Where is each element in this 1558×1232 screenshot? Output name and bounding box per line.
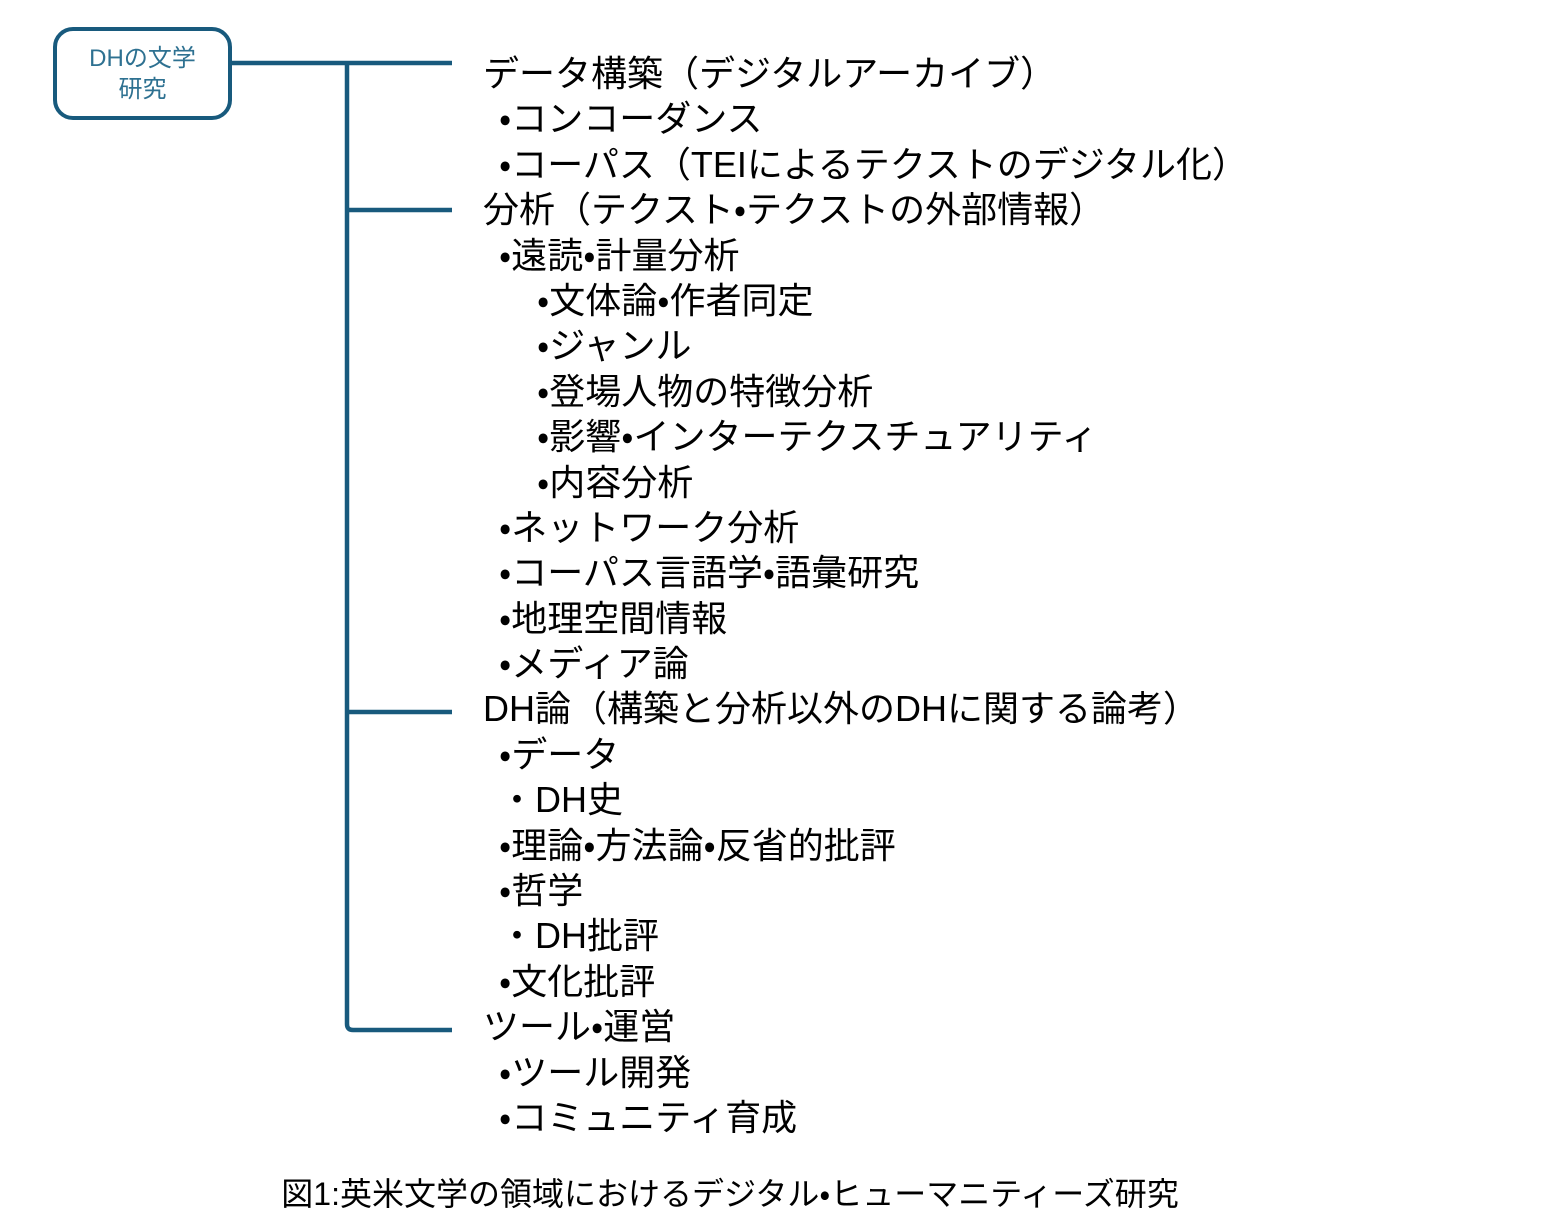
root-node: DHの文学 研究 (53, 27, 232, 120)
tree-item: ・文体論・作者同定 (537, 279, 814, 321)
tree-item: ・遠読・計量分析 (499, 234, 740, 276)
connector-trunk (344, 63, 452, 1033)
tree-item: ・内容分析 (537, 461, 694, 503)
tree-item: ・文化批評 (499, 960, 656, 1002)
tree-item: ・地理空間情報 (499, 597, 728, 639)
tree-item: ・メディア論 (499, 643, 689, 685)
figure-caption: 図1:英米文学の領域におけるデジタル・ヒューマニティーズ研究 (281, 1176, 1179, 1212)
tree-item: ・影響・インターテクスチュアリティ (537, 416, 1098, 458)
tree-item: ・コーパス（TEIによるテクストのデジタル化） (499, 143, 1249, 185)
tree-item: ・登場人物の特徴分析 (537, 370, 874, 412)
tree-item: ・DH史 (499, 779, 623, 821)
tree-item: ツール・運営 (483, 1006, 676, 1048)
tree-item: ・データ (499, 733, 620, 775)
root-node-label: 研究 (118, 75, 167, 103)
tree-item: ・コーパス言語学・語彙研究 (499, 552, 920, 594)
tree-item: データ構築（デジタルアーカイブ） (483, 53, 1057, 94)
tree-item: DH論（構築と分析以外のDHに関する論考） (483, 688, 1199, 730)
tree-item: ・ネットワーク分析 (499, 506, 800, 548)
tree-item: ・理論・方法論・反省的批評 (499, 824, 896, 866)
tree-item: ・哲学 (499, 870, 584, 912)
tree-item: 分析（テクスト・テクストの外部情報） (483, 189, 1106, 231)
tree-item: ・ツール開発 (499, 1051, 692, 1093)
tree-item: ・ジャンル (537, 325, 692, 367)
tree-item: ・コンコーダンス (499, 98, 763, 140)
tree-item: ・DH批評 (499, 915, 659, 957)
root-node-label: DHの文学 (89, 44, 196, 72)
tree-items: データ構築（デジタルアーカイブ）・コンコーダンス・コーパス（TEIによるテクスト… (483, 51, 1543, 1140)
tree-item: ・コミュニティ育成 (499, 1096, 798, 1138)
